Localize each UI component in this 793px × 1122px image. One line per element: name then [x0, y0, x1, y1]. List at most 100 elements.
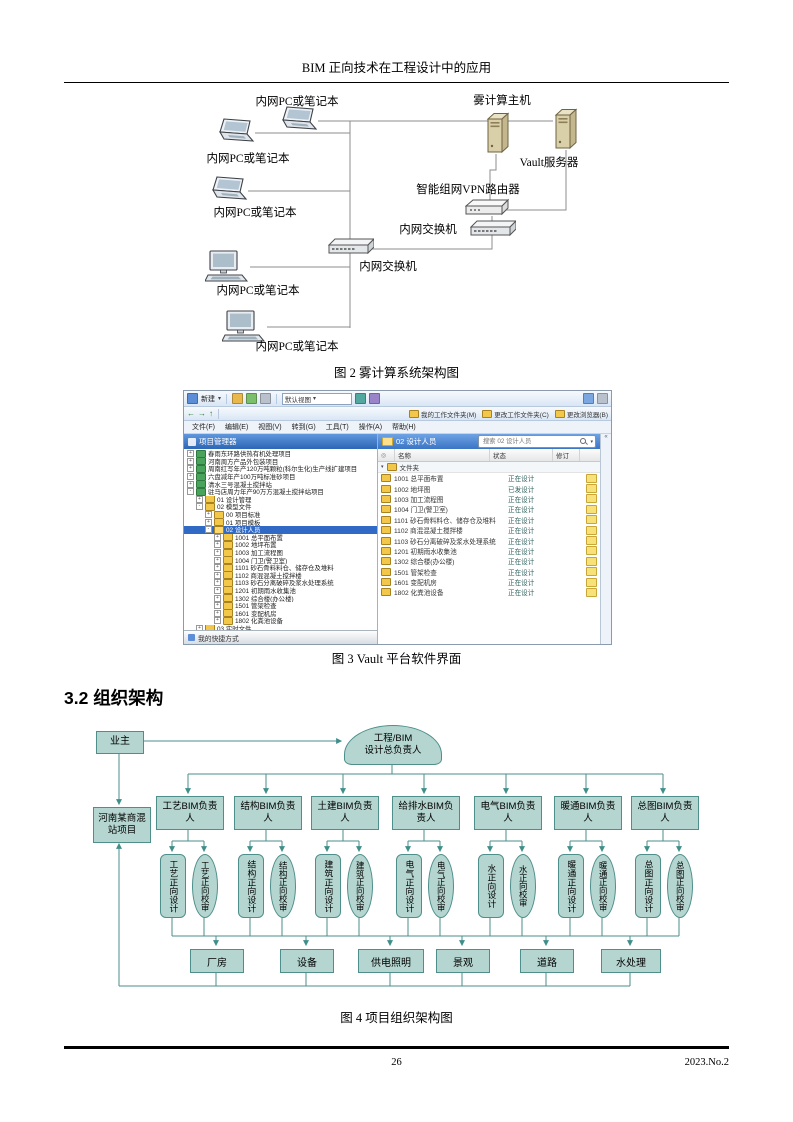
- discipline-lead-node: 给排水BIM负责人: [392, 796, 460, 830]
- tree-item[interactable]: + 春雨东环路供热有机处理项目: [184, 450, 377, 458]
- collapsed-side-rail[interactable]: «: [600, 434, 611, 644]
- tree-expand-toggle[interactable]: +: [214, 579, 221, 587]
- tree-expand-toggle[interactable]: +: [187, 480, 194, 488]
- file-row[interactable]: 1004 门卫(警卫室) 正在设计: [378, 504, 600, 514]
- toolbar-folder-action[interactable]: 更改浏览器(B): [554, 409, 608, 419]
- new-dropdown-caret[interactable]: ▾: [218, 396, 222, 402]
- tree-item[interactable]: + 03 实时文件: [184, 624, 377, 630]
- tree-item[interactable]: + 1501 管架检查: [184, 601, 377, 610]
- tree-expand-toggle[interactable]: +: [214, 556, 221, 564]
- tree-item[interactable]: + 1201 初期雨水收集池: [184, 586, 377, 595]
- up-icon[interactable]: ↑: [209, 408, 213, 418]
- search-icon[interactable]: [580, 437, 588, 446]
- search-box: ▾: [478, 435, 596, 448]
- menu-item[interactable]: 工具(T): [325, 424, 349, 431]
- state-column-header[interactable]: ◎: [378, 449, 395, 461]
- refresh-icon[interactable]: [355, 393, 367, 404]
- back-icon[interactable]: ←: [187, 408, 195, 418]
- tree-item[interactable]: + 1002 地坪布置: [184, 541, 377, 549]
- tree-expand-toggle[interactable]: +: [214, 586, 221, 594]
- file-row[interactable]: 1501 管架检查 正在设计: [378, 567, 600, 577]
- revision-column-header[interactable]: 修订: [553, 449, 580, 461]
- tree-expand-toggle[interactable]: +: [187, 473, 194, 481]
- tree-expand-toggle[interactable]: +: [187, 450, 194, 458]
- open-icon[interactable]: [232, 393, 244, 404]
- name-column-header[interactable]: 名称: [395, 449, 490, 461]
- tree-item[interactable]: + 1102 商混混凝土搅拌楼: [184, 571, 377, 580]
- tree-item[interactable]: - 02 模型文件: [184, 503, 377, 511]
- tree-item[interactable]: + 六盘减年产100万吨标准砂项目: [184, 472, 377, 481]
- view-selector[interactable]: 默认视图 ▾: [282, 392, 353, 405]
- tree-folder-icon: [196, 480, 206, 488]
- forward-icon[interactable]: →: [198, 408, 206, 418]
- tree-expand-toggle[interactable]: +: [214, 602, 221, 610]
- help-icon[interactable]: [597, 393, 608, 404]
- tree-item[interactable]: + 1101 砂石骨料料仓、储存仓及堆料: [184, 563, 377, 572]
- tree-item[interactable]: + 1302 综合楼(办公楼): [184, 594, 377, 602]
- tree-item[interactable]: - 驻马店周力年产90万方混凝土搅拌站项目: [184, 487, 377, 496]
- forward-review-node: 暖通正向校审: [590, 854, 616, 918]
- tree-expand-toggle[interactable]: +: [214, 564, 221, 572]
- tree-expand-toggle[interactable]: +: [205, 518, 212, 526]
- tree-item[interactable]: + 周南红写年产120万吨颗粒(科尔生化)生产线扩建项目: [184, 465, 377, 473]
- tree-expand-toggle[interactable]: +: [214, 533, 221, 541]
- tree-expand-toggle[interactable]: +: [214, 617, 221, 625]
- row-status: 正在设计: [508, 496, 535, 504]
- search-options-caret[interactable]: ▾: [590, 438, 593, 445]
- toolbar-folder-action[interactable]: 更改工作文件夹(C): [482, 409, 549, 419]
- tree-expand-toggle[interactable]: -: [187, 488, 194, 496]
- tree-item[interactable]: + 1601 变配机房: [184, 609, 377, 618]
- tree-expand-toggle[interactable]: +: [214, 549, 221, 557]
- file-row[interactable]: 1001 总平面布置 正在设计: [378, 473, 600, 483]
- file-row[interactable]: 1302 综合楼(办公楼) 正在设计: [378, 556, 600, 566]
- tree-item[interactable]: + 河南周方产品外包装项目: [184, 457, 377, 466]
- shortcuts-bar[interactable]: 我的快捷方式: [184, 630, 377, 644]
- tree-expand-toggle[interactable]: +: [205, 511, 212, 519]
- menu-item[interactable]: 视图(V): [258, 424, 282, 431]
- tree-item[interactable]: + 1001 总平面布置: [184, 533, 377, 542]
- tree-expand-toggle[interactable]: +: [196, 624, 203, 630]
- tree-item[interactable]: + 1103 砂石分离破碎及浆水处理系统: [184, 579, 377, 587]
- tree-item[interactable]: - 02 设计人员: [184, 525, 377, 534]
- tree-item[interactable]: + 1003 加工流程图: [184, 548, 377, 557]
- file-row[interactable]: 1601 变配机房 正在设计: [378, 577, 600, 587]
- tree-expand-toggle[interactable]: +: [214, 571, 221, 579]
- tree-expand-toggle[interactable]: +: [187, 457, 194, 465]
- folder-group-row[interactable]: ▾ 文件夹: [378, 462, 600, 473]
- file-row[interactable]: 1102 商混混凝土搅拌楼 正在设计: [378, 525, 600, 535]
- tree-item[interactable]: + 00 项目标准: [184, 510, 377, 519]
- menu-item[interactable]: 帮助(H): [392, 424, 416, 431]
- menu-item[interactable]: 转到(G): [291, 424, 316, 431]
- status-column-header[interactable]: 状态: [490, 449, 553, 461]
- tree-expand-toggle[interactable]: +: [214, 609, 221, 617]
- search-input[interactable]: [481, 437, 579, 446]
- copy-icon[interactable]: [246, 393, 258, 404]
- toolbar-folder-action[interactable]: 我的工作文件夹(M): [409, 409, 476, 419]
- menu-item[interactable]: 操作(A): [358, 424, 383, 431]
- tree-expand-toggle[interactable]: -: [196, 503, 203, 511]
- tree-item[interactable]: + 01 项目模板: [184, 518, 377, 526]
- file-row[interactable]: 1002 地坪图 已发设计: [378, 483, 600, 494]
- search-settings-icon[interactable]: [583, 393, 594, 404]
- tree-item[interactable]: + 清水三号混凝土搅拌站: [184, 480, 377, 488]
- tree-expand-toggle[interactable]: +: [187, 465, 194, 473]
- tree-item[interactable]: + 01 设计管理: [184, 495, 377, 504]
- tree-item[interactable]: + 1004 门卫(警卫室): [184, 556, 377, 564]
- group-collapse-caret[interactable]: ▾: [381, 464, 384, 470]
- tree-item[interactable]: + 1802 化粪池设备: [184, 617, 377, 625]
- new-button[interactable]: 新建: [201, 395, 215, 403]
- menu-item[interactable]: 文件(F): [192, 424, 215, 431]
- file-row[interactable]: 1103 砂石分离破碎及浆水处理系统 正在设计: [378, 535, 600, 546]
- file-row[interactable]: 1201 初期雨水收集池 正在设计: [378, 546, 600, 556]
- tree-expand-toggle[interactable]: -: [205, 526, 212, 534]
- settings-icon[interactable]: [369, 393, 381, 404]
- print-icon[interactable]: [260, 393, 272, 404]
- tree-expand-toggle[interactable]: +: [214, 594, 221, 602]
- file-row[interactable]: 1101 砂石骨料料仓、储存仓及堆料 正在设计: [378, 515, 600, 525]
- new-file-icon[interactable]: [187, 393, 198, 404]
- file-row[interactable]: 1003 加工流程图 正在设计: [378, 494, 600, 504]
- tree-expand-toggle[interactable]: +: [196, 495, 203, 503]
- file-row[interactable]: 1802 化粪池设备 正在设计: [378, 587, 600, 597]
- tree-expand-toggle[interactable]: +: [214, 541, 221, 549]
- menu-item[interactable]: 编辑(E): [224, 424, 249, 431]
